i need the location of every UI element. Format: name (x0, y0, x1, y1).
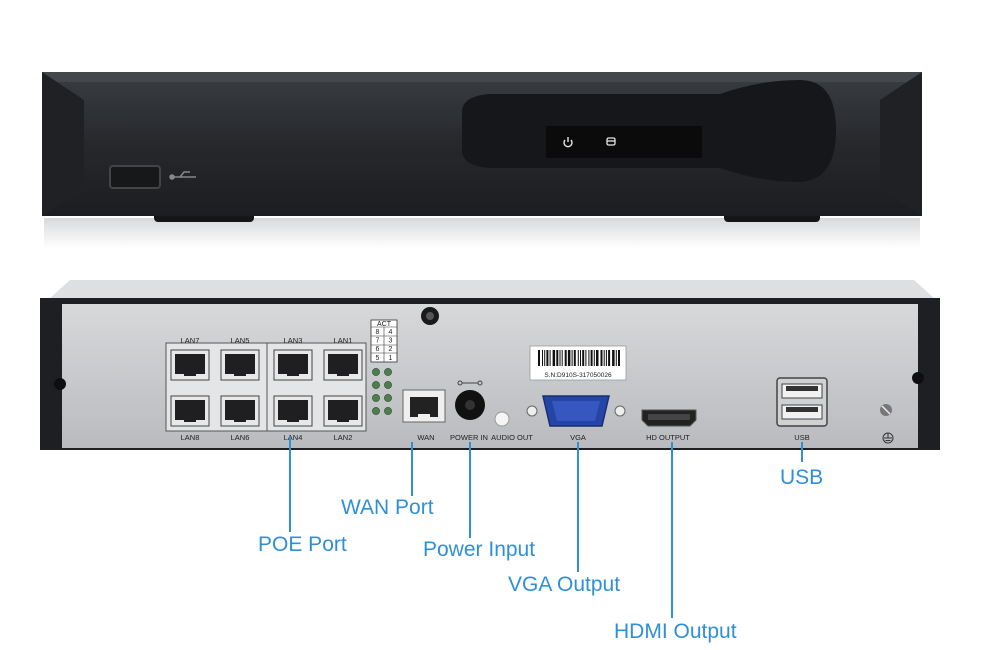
barcode-bar (590, 350, 593, 366)
lan-port-bottom (220, 395, 260, 427)
act-cell: 2 (389, 346, 393, 353)
front-right-bevel (880, 72, 922, 216)
lan-label: LAN4 (284, 433, 303, 442)
hdmi-port (641, 409, 697, 427)
front-reflection (44, 218, 920, 248)
barcode-bar (564, 350, 567, 366)
led (384, 368, 392, 376)
lan-label: LAN7 (181, 336, 200, 345)
callout-lines (289, 436, 803, 618)
act-table: ACT 8 4 7 3 6 2 5 1 (370, 319, 398, 363)
barcode-bar (571, 350, 573, 366)
power-label: POWER IN (450, 433, 488, 442)
lan-port-bottom (273, 395, 313, 427)
vga-port (526, 395, 626, 427)
front-panel-view (42, 72, 922, 248)
barcode-bar (608, 350, 611, 366)
lan-label: LAN6 (231, 433, 250, 442)
led (372, 394, 380, 402)
hdd-icon (606, 137, 616, 146)
barcode-bar (552, 350, 556, 366)
lan-label: LAN8 (181, 433, 200, 442)
poe-callout: POE Port (258, 533, 347, 556)
barcode-bar (542, 350, 543, 366)
lan-port-top (273, 349, 313, 381)
usb-callout: USB (780, 466, 824, 489)
rear-top-lid (48, 280, 936, 300)
lan-port-bottom (170, 395, 210, 427)
led (372, 368, 380, 376)
led (372, 407, 380, 415)
usb-label: USB (794, 433, 809, 442)
audio-jack (494, 411, 510, 427)
hdmi-callout: HDMI Output (614, 620, 737, 643)
wan-callout: WAN Port (341, 496, 434, 519)
barcode-bar (582, 350, 585, 366)
barcode-bar (577, 350, 579, 366)
barcode-bar (618, 350, 620, 366)
lan-label: LAN3 (284, 336, 303, 345)
screw-right (912, 372, 924, 384)
barcode-bar (585, 350, 587, 366)
led (384, 394, 392, 402)
power-icon (563, 137, 573, 148)
polarity-icon (457, 380, 483, 386)
serial-number: S.N:D910S-317050026 (544, 372, 612, 379)
vga-label: VGA (570, 433, 586, 442)
usb-icon (169, 171, 196, 180)
act-cell: 1 (389, 355, 393, 362)
barcode-bar (612, 350, 615, 366)
vga-callout: VGA Output (508, 573, 621, 596)
lan-port-top (323, 349, 363, 381)
barcode-bar (588, 350, 590, 366)
barcode-bar (538, 350, 540, 366)
front-top-edge (42, 72, 922, 82)
lan-label: LAN2 (334, 433, 353, 442)
barcode-bar (573, 350, 576, 366)
act-cell: 6 (376, 346, 380, 353)
power-callout: Power Input (423, 538, 536, 561)
act-cell: 3 (389, 338, 393, 345)
barcode-bar (561, 350, 563, 366)
led (384, 407, 392, 415)
barcode-bar (556, 350, 559, 366)
barcode-bar (544, 350, 546, 366)
ground-screw (880, 404, 892, 416)
act-cell: 4 (389, 329, 393, 336)
barcode-bar (615, 350, 617, 366)
front-usb-port (109, 165, 161, 189)
act-cell: 5 (376, 355, 380, 362)
led (372, 381, 380, 389)
audio-label: AUDIO OUT (491, 433, 533, 442)
barcode-bar (549, 350, 551, 366)
led (384, 381, 392, 389)
lan-label: LAN1 (334, 336, 353, 345)
barcode-bar (580, 350, 581, 366)
wan-label: WAN (417, 433, 434, 442)
act-cell: 7 (376, 338, 380, 345)
hdmi-label: HD OUTPUT (646, 433, 690, 442)
act-header: ACT (377, 321, 392, 328)
barcode-bar (603, 350, 605, 366)
barcode-bar (593, 350, 595, 366)
ground-icon (882, 432, 894, 444)
screw-left (54, 378, 66, 390)
barcode-bar (559, 350, 561, 366)
lan-label: LAN5 (231, 336, 250, 345)
lan-port-top (170, 349, 210, 381)
lan-port-top (220, 349, 260, 381)
lan-port-bottom (323, 395, 363, 427)
usb-ports (776, 377, 828, 427)
front-left-bevel (42, 72, 84, 216)
act-cell: 8 (376, 329, 380, 336)
barcode-bar (600, 350, 603, 366)
barcode-bar (605, 350, 607, 366)
barcode-bar (596, 350, 599, 366)
barcode-bar (546, 350, 549, 366)
status-leds (372, 368, 392, 415)
barcode-bar (567, 350, 571, 366)
